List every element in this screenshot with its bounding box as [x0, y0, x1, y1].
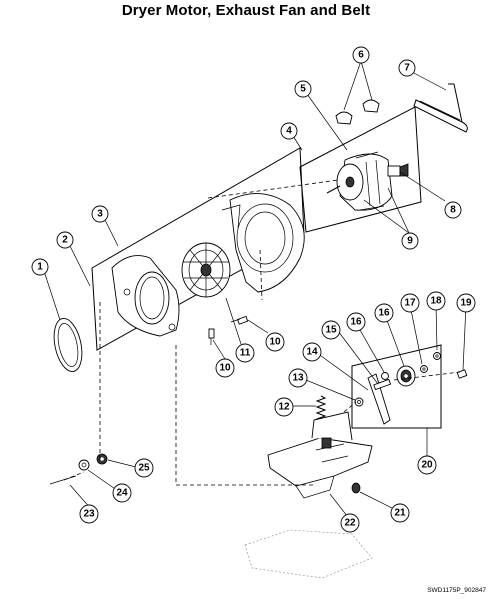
callout-14: 14	[302, 342, 322, 362]
blower-housing-rear	[221, 193, 305, 293]
svg-text:10: 10	[269, 337, 281, 348]
idler-arm-14	[367, 373, 391, 425]
svg-text:3: 3	[97, 209, 103, 220]
svg-text:9: 9	[407, 236, 413, 247]
svg-text:23: 23	[83, 509, 95, 520]
svg-text:17: 17	[404, 298, 416, 309]
nut-21	[351, 482, 361, 494]
callout-20: 20	[417, 455, 437, 475]
callout-2: 2	[56, 231, 74, 249]
callout-24: 24	[112, 483, 132, 503]
callout-4: 4	[280, 122, 298, 140]
drawing-code: SWD1175P_902847	[427, 587, 486, 594]
idler-shaft-15	[373, 378, 392, 391]
callout-6: 6	[352, 46, 370, 64]
svg-text:14: 14	[306, 347, 318, 358]
svg-text:20: 20	[421, 460, 433, 471]
assembly-guide-lines	[63, 179, 461, 486]
callout-22: 22	[340, 513, 360, 533]
drive-belt	[413, 83, 468, 133]
svg-text:10: 10	[219, 363, 231, 374]
svg-text:22: 22	[344, 518, 356, 529]
idler-pulley-17	[396, 365, 416, 387]
callout-10-upper: 10	[265, 332, 285, 352]
screw-23	[49, 475, 77, 485]
callout-21: 21	[390, 503, 410, 523]
svg-text:4: 4	[286, 126, 292, 137]
fastener-24	[78, 459, 90, 471]
idler-bracket-22	[267, 411, 373, 499]
callout-17: 16	[374, 303, 394, 323]
svg-text:1: 1	[37, 262, 43, 273]
svg-text:6: 6	[358, 50, 364, 61]
screw-19	[456, 369, 468, 379]
idler-plate-outline	[351, 344, 442, 429]
retainer-18	[433, 352, 441, 360]
diagram-title: Dryer Motor, Exhaust Fan and Belt	[121, 2, 371, 19]
callout-3: 3	[91, 205, 109, 223]
callout-25: 25	[134, 458, 154, 478]
callout-23: 23	[79, 504, 99, 524]
callout-15: 15	[321, 320, 341, 340]
motor-clamp-right	[362, 99, 380, 113]
svg-text:19: 19	[460, 298, 472, 309]
svg-text:15: 15	[325, 325, 337, 336]
seal-ring	[53, 318, 83, 372]
svg-text:11: 11	[240, 348, 251, 359]
svg-text:7: 7	[404, 63, 410, 74]
callout-1: 1	[31, 258, 49, 276]
washer-16a	[381, 372, 389, 380]
fan-impeller	[181, 242, 231, 298]
drive-motor	[326, 151, 409, 211]
leader-lines	[43, 60, 467, 522]
motor-plate-outline	[299, 106, 422, 233]
blower-housing-front	[111, 255, 180, 337]
callout-7: 7	[398, 59, 416, 77]
callout-13: 13	[288, 368, 308, 388]
washer-13	[354, 397, 364, 407]
svg-text:8: 8	[450, 205, 456, 216]
screw-10-upper	[230, 315, 249, 325]
callout-8: 8	[444, 201, 462, 219]
svg-text:12: 12	[278, 402, 290, 413]
svg-text:25: 25	[138, 463, 150, 474]
callout-9: 9	[401, 232, 419, 250]
callout-5: 5	[294, 80, 312, 98]
svg-text:5: 5	[300, 84, 306, 95]
callout-12: 12	[274, 397, 294, 417]
callout-10-lower: 10	[215, 358, 235, 378]
callout-11: 11	[235, 343, 255, 363]
screw-10-lower	[208, 328, 215, 345]
svg-text:21: 21	[394, 508, 406, 519]
svg-text:18: 18	[430, 296, 442, 307]
callout-16-left: 16	[346, 312, 366, 332]
svg-text:13: 13	[292, 373, 304, 384]
spring-12	[315, 395, 327, 422]
motor-clamp-left	[335, 111, 353, 125]
svg-text:24: 24	[116, 488, 128, 499]
fastener-25	[96, 453, 108, 465]
cabinet-base-phantom	[244, 529, 373, 579]
callout-18: 18	[426, 291, 446, 311]
callout-19: 19	[456, 293, 476, 313]
callout-16-right: 17	[400, 293, 420, 313]
svg-text:2: 2	[62, 235, 68, 246]
svg-text:16: 16	[350, 317, 362, 328]
svg-text:16: 16	[378, 308, 390, 319]
washer-16b	[420, 365, 428, 373]
